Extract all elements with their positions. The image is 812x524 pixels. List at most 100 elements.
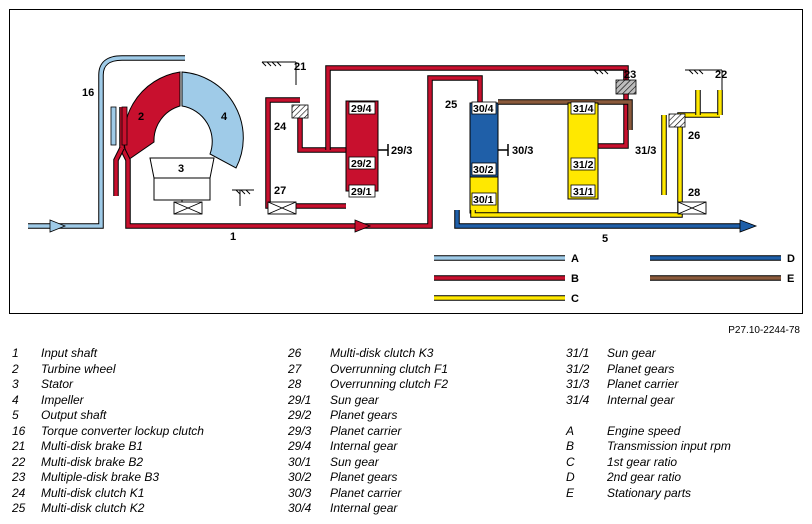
legend-text: Multi-disk clutch K2 <box>41 501 145 515</box>
legend-item: 16 Torque converter lockup clutch <box>12 423 204 440</box>
freewheels <box>173 201 707 215</box>
legend-text: Planet carrier <box>607 377 679 391</box>
label-21: 21 <box>294 61 306 73</box>
ground-symbols <box>232 61 723 206</box>
impeller <box>181 71 244 169</box>
legend-number: E <box>566 485 575 500</box>
legend-text: Planet gears <box>330 408 398 422</box>
label-22: 22 <box>715 69 727 81</box>
legend-text: Planet gears <box>607 361 675 376</box>
legend-item: 1 Input shaft <box>12 346 97 362</box>
label-29-1: 29/1 <box>351 186 372 198</box>
legend-item <box>566 408 589 424</box>
label-31-4: 31/4 <box>573 103 594 115</box>
label-24: 24 <box>274 121 287 133</box>
input-shaft-arrow <box>354 219 372 233</box>
legend-text: Multi-disk clutch K1 <box>41 485 145 500</box>
legend-text: Sun gear <box>607 346 656 360</box>
lockup-clutch-outer-disk <box>110 106 117 146</box>
clutch-k1-hatch <box>291 104 309 119</box>
label-3: 3 <box>178 163 184 175</box>
legend-number: D <box>566 470 575 484</box>
legend-text: Input shaft <box>41 346 98 360</box>
legend-text: 1st gear ratio <box>607 454 678 469</box>
legend-item: 30/2 Planet gears <box>288 470 397 486</box>
label-30-3: 30/3 <box>512 145 533 157</box>
legend-number: 31/1 <box>566 346 590 360</box>
legend-text: Torque converter lockup clutch <box>41 423 204 438</box>
legend-text: Internal gear <box>607 392 675 407</box>
legend-item: 25 Multi-disk clutch K2 <box>12 501 144 517</box>
turbine-wheel <box>123 71 181 161</box>
label-26: 26 <box>688 130 700 142</box>
color-key-letter-c: C <box>571 293 579 305</box>
legend-text: Planet gears <box>330 470 398 484</box>
legend-number: 24 <box>12 485 26 500</box>
torque-converter <box>123 71 244 208</box>
planetary-set-30 <box>454 99 758 233</box>
legend-text: Turbine wheel <box>41 361 116 376</box>
legend-number: 30/3 <box>288 485 312 500</box>
legend-item: 28 Overrunning clutch F2 <box>288 377 448 393</box>
legend-number: 31/2 <box>566 361 590 376</box>
label-31-1: 31/1 <box>573 186 594 198</box>
legend-text: Internal gear <box>330 439 398 453</box>
legend-text: Multi-disk brake B1 <box>41 439 144 453</box>
legend-number: 30/1 <box>288 454 312 469</box>
legend-number: 25 <box>12 501 26 515</box>
legend-text: Stator <box>41 377 74 391</box>
legend-text: Overrunning clutch F2 <box>330 377 449 391</box>
output-shaft-arrow <box>739 219 758 233</box>
legend-number: 28 <box>288 377 302 391</box>
legend-number: 23 <box>12 470 26 484</box>
label-31-2: 31/2 <box>573 159 594 171</box>
legend-number: C <box>566 454 575 469</box>
legend-number: 16 <box>12 423 26 438</box>
legend-number: 5 <box>12 408 19 422</box>
label-31-3: 31/3 <box>635 145 656 157</box>
planetary-set-29 <box>345 100 389 198</box>
legend-item: 31/4 Internal gear <box>566 392 674 409</box>
input-arrow <box>49 219 67 233</box>
color-key-letter-b: B <box>571 273 579 285</box>
legend-number: 22 <box>12 454 26 469</box>
legend-text: Multi-disk clutch K3 <box>330 346 434 360</box>
legend-number: 31/4 <box>566 392 590 407</box>
legend-number: 30/2 <box>288 470 312 484</box>
label-23: 23 <box>624 69 636 81</box>
label-27: 27 <box>274 185 286 197</box>
engine-speed-path <box>28 55 185 233</box>
label-5: 5 <box>602 233 608 245</box>
legend-text: Planet carrier <box>330 423 402 438</box>
label-1: 1 <box>230 231 236 243</box>
legend-number: 1 <box>12 346 19 360</box>
label-30-2: 30/2 <box>473 164 494 176</box>
label-16: 16 <box>82 87 94 99</box>
legend-text: Sun gear <box>330 454 379 469</box>
legend-item: 31/2 Planet gears <box>566 361 674 378</box>
legend-item: C 1st gear ratio <box>566 454 677 471</box>
legend-item: 23 Multiple-disk brake B3 <box>12 470 159 486</box>
label-2: 2 <box>138 111 144 123</box>
label-30-4: 30/4 <box>473 103 494 115</box>
brake-b3-hatch <box>615 79 637 95</box>
color-key-letter-d: D <box>787 253 795 265</box>
legend-text: Multiple-disk brake B3 <box>41 470 160 484</box>
planetary-set-31 <box>470 90 723 218</box>
label-4: 4 <box>221 111 228 123</box>
